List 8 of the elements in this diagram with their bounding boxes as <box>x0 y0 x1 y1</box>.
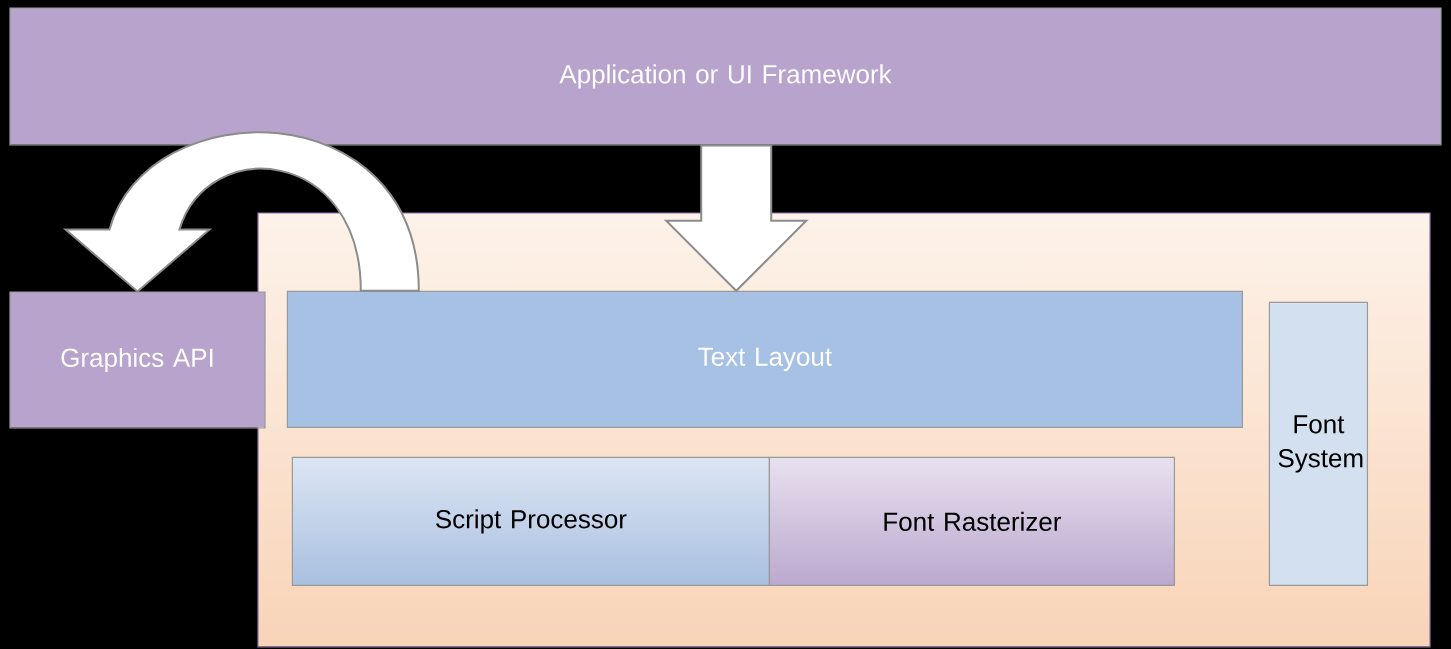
component-box: Text Layout <box>286 290 1243 428</box>
component-box: Font System <box>1268 301 1368 586</box>
curved-arrow <box>64 132 420 293</box>
component-box: Graphics API <box>9 291 266 429</box>
component-box: Script Processor <box>291 456 770 586</box>
block-arrow <box>663 144 809 293</box>
framework-bar: Application or UI Framework <box>9 7 1442 146</box>
component-box: Font Rasterizer <box>768 456 1175 586</box>
